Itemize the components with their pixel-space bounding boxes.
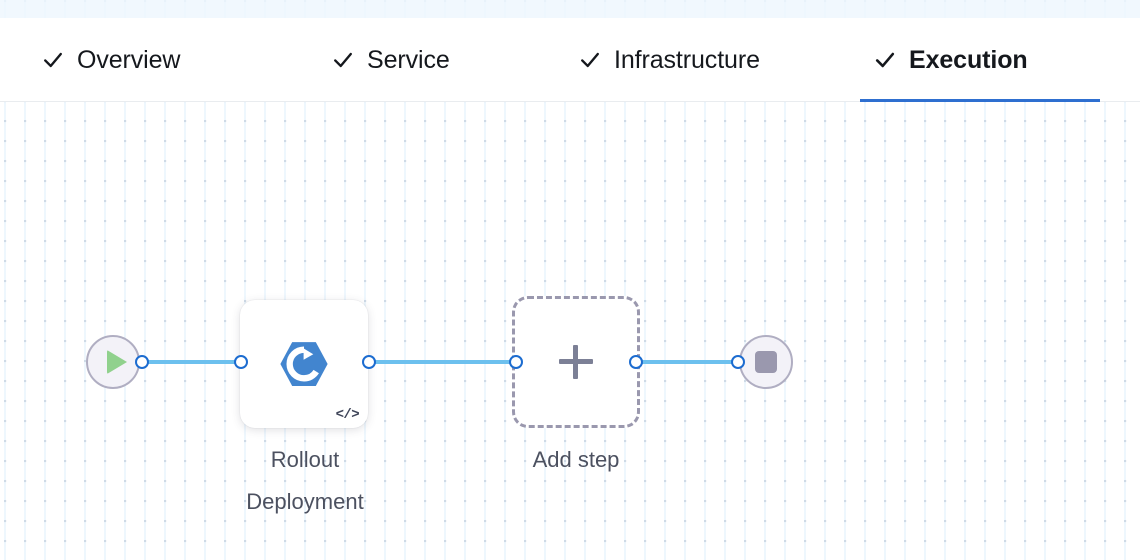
plus-icon (559, 345, 593, 379)
tab-execution-label: Execution (909, 45, 1028, 74)
port-add-step-input[interactable] (509, 355, 523, 369)
tab-execution[interactable]: Execution (860, 18, 1100, 102)
port-add-step-output[interactable] (629, 355, 643, 369)
pipeline-graph: </> Rollout Deployment Add step (0, 102, 1140, 560)
edge-add-step-to-end[interactable] (634, 360, 742, 364)
stop-icon (755, 351, 777, 373)
add-step-node[interactable] (512, 296, 640, 428)
code-badge-icon: </> (335, 407, 360, 423)
pipeline-end-node[interactable] (739, 335, 793, 389)
check-icon (874, 49, 896, 71)
tab-infrastructure[interactable]: Infrastructure (565, 18, 774, 102)
edge-rollout-to-add-step[interactable] (364, 360, 518, 364)
check-icon (42, 49, 64, 71)
wizard-tab-bar: Overview Service Infrastructure Executio… (0, 18, 1140, 102)
step-label-rollout-deployment: Rollout Deployment (246, 447, 364, 514)
rollout-deploy-icon (277, 337, 331, 391)
tab-overview[interactable]: Overview (28, 18, 194, 102)
edge-start-to-rollout[interactable] (138, 360, 244, 364)
tab-infrastructure-label: Infrastructure (614, 45, 760, 74)
tab-overview-label: Overview (77, 45, 181, 74)
top-accent-strip (0, 0, 1140, 18)
port-start-output[interactable] (135, 355, 149, 369)
port-rollout-output[interactable] (362, 355, 376, 369)
port-end-input[interactable] (731, 355, 745, 369)
tab-service-label: Service (367, 45, 450, 74)
port-rollout-input[interactable] (234, 355, 248, 369)
play-icon (106, 350, 127, 374)
pipeline-start-node[interactable] (86, 335, 140, 389)
check-icon (332, 49, 354, 71)
tab-active-underline (860, 99, 1100, 102)
tab-service[interactable]: Service (318, 18, 464, 102)
add-step-label: Add step (532, 447, 620, 472)
step-node-rollout-deployment[interactable]: </> (240, 300, 368, 428)
check-icon (579, 49, 601, 71)
